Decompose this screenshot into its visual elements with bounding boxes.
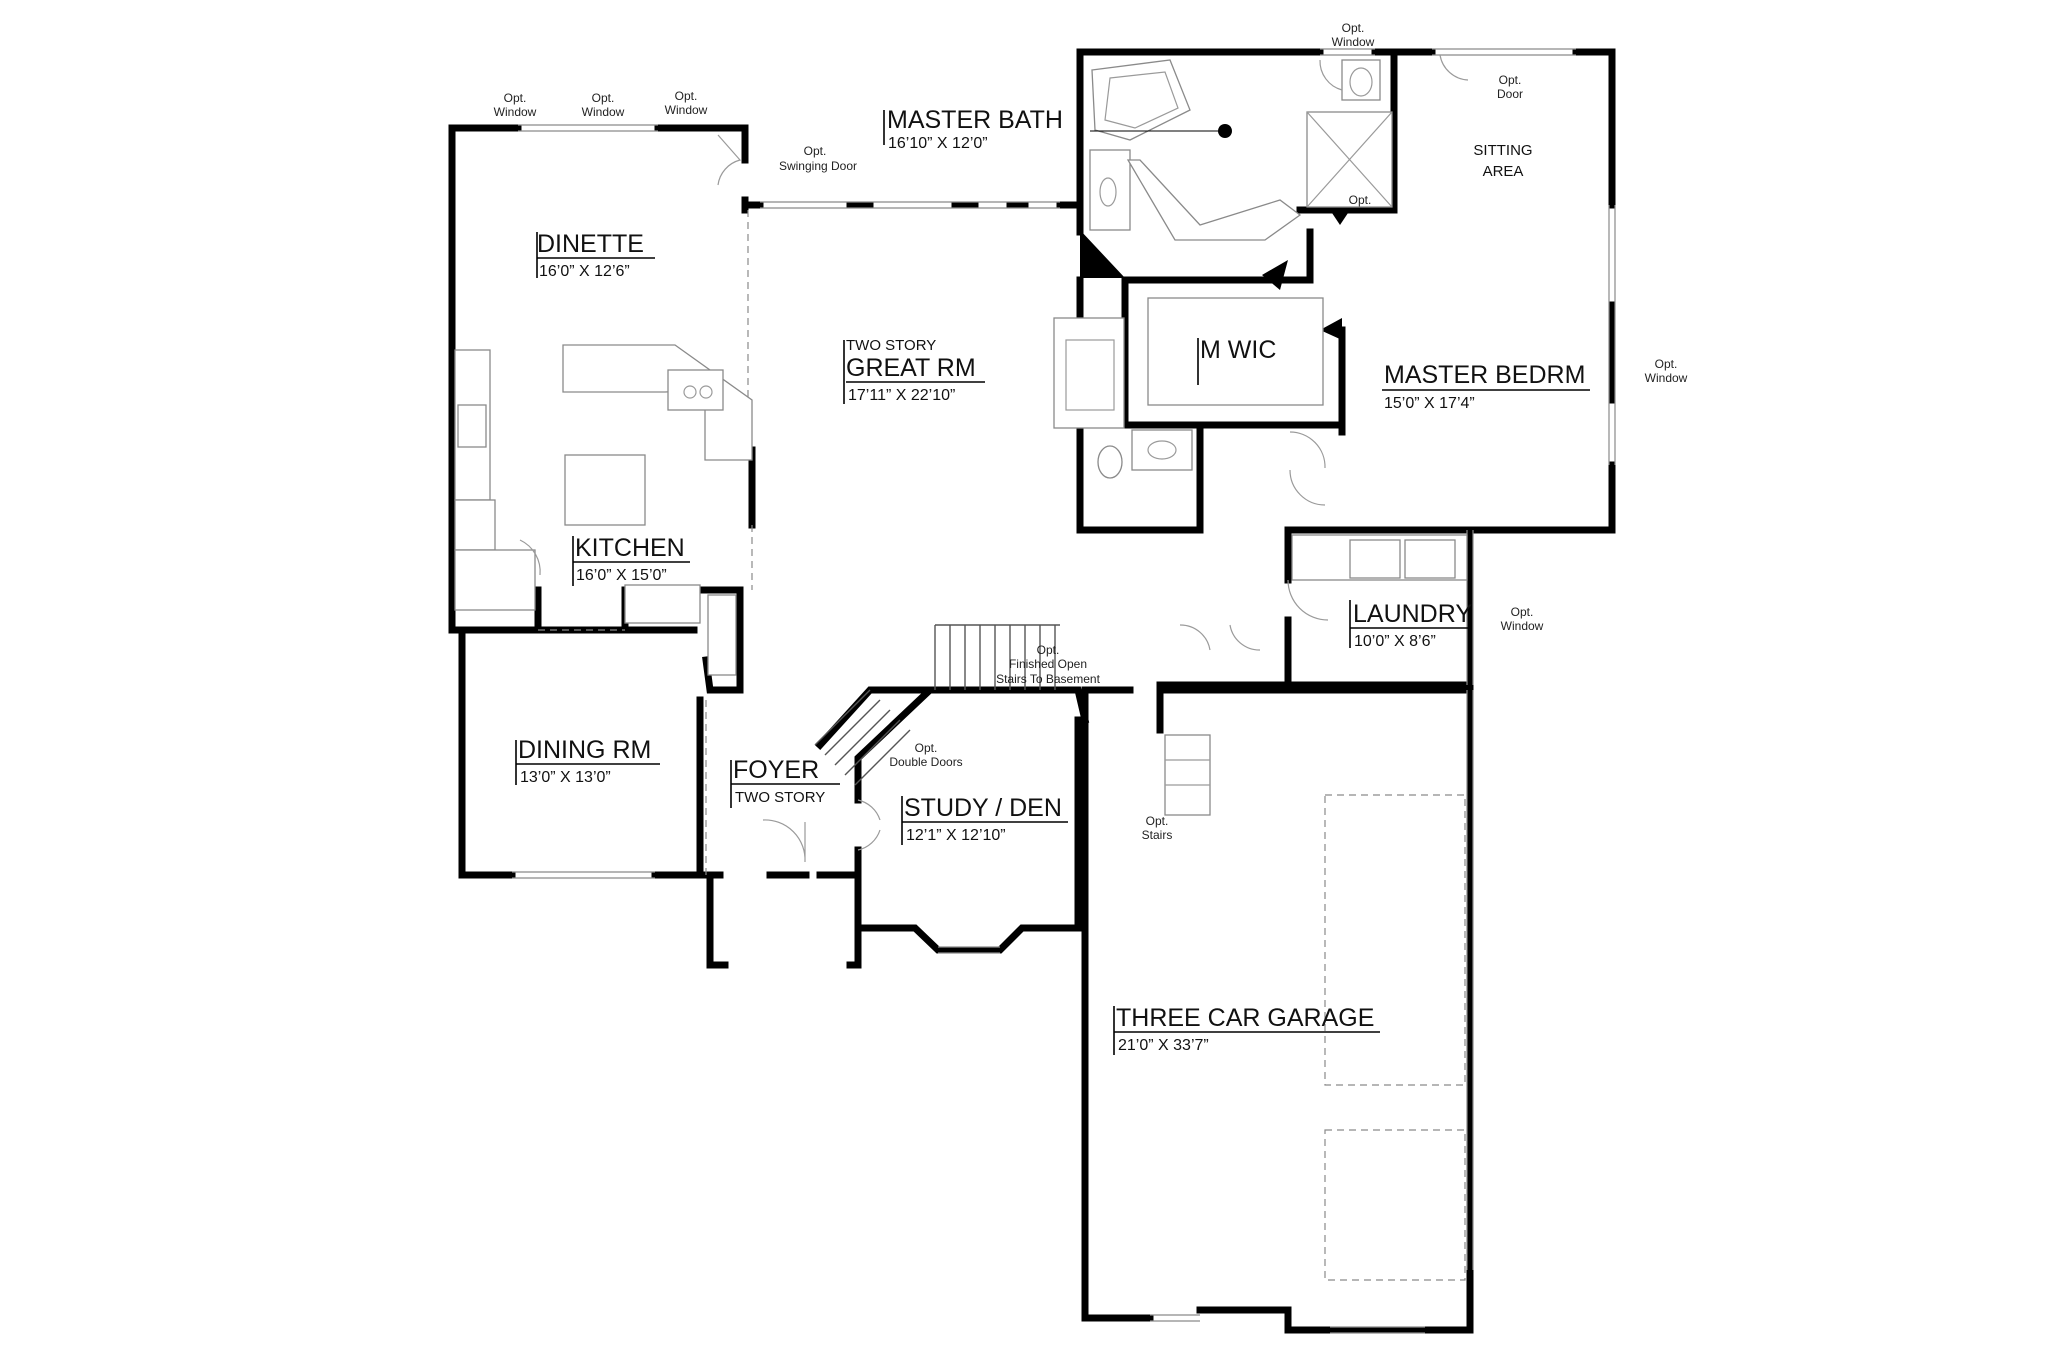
master-bath-fixtures [1053, 59, 1468, 581]
study-den-dim: 12’1” X 12’10” [906, 827, 1006, 844]
kitchen-fixtures [454, 344, 753, 676]
opt-stairs-basement-c: Stairs To Basement [996, 672, 1100, 686]
opt-window-1-b: Window [494, 105, 537, 119]
opt-window-right-b: Window [1645, 371, 1688, 385]
sitting-area-line1: SITTING [1473, 142, 1532, 159]
wall-wedges [1080, 210, 1350, 340]
master-bath-name: MASTER BATH [887, 106, 1063, 134]
opt-window-right-a: Opt. [1655, 357, 1678, 371]
room-labels: DINETTE 16’0” X 12’6” TWO STORY GREAT RM… [515, 106, 1590, 1055]
garage-bays [1324, 794, 1466, 1281]
dinette-name: DINETTE [537, 230, 644, 258]
opt-window-2-a: Opt. [592, 91, 615, 105]
opt-stairs-basement-b: Finished Open [1009, 657, 1087, 671]
garage-name: THREE CAR GARAGE [1116, 1004, 1374, 1032]
opt-window-top-b: Window [1332, 35, 1375, 49]
opt-door-b: Door [1497, 87, 1523, 101]
great-rm-name: GREAT RM [846, 354, 976, 382]
great-rm-sub: TWO STORY [846, 337, 936, 354]
m-wic-name: M WIC [1200, 336, 1276, 364]
foyer-name: FOYER [733, 756, 819, 784]
master-bath-dim: 16’10” X 12’0” [888, 135, 988, 152]
opt-stairs-a: Opt. [1146, 814, 1169, 828]
opt-stairs-b: Stairs [1142, 828, 1173, 842]
laundry-dim: 10’0” X 8’6” [1354, 633, 1436, 650]
foyer-sub: TWO STORY [735, 789, 825, 806]
study-den-name: STUDY / DEN [904, 794, 1062, 822]
opt-window-2-b: Window [582, 105, 625, 119]
opt-double-doors-a: Opt. [915, 741, 938, 755]
door-swings [519, 54, 1469, 863]
dining-rm-dim: 13’0” X 13’0” [520, 769, 611, 786]
kitchen-name: KITCHEN [575, 534, 685, 562]
stairs [814, 624, 1211, 816]
dashed-openings [538, 210, 753, 875]
opt-window-laundry-b: Window [1501, 619, 1544, 633]
opt-window-laundry-a: Opt. [1511, 605, 1534, 619]
opt-stairs-basement-a: Opt. [1037, 643, 1060, 657]
kitchen-dim: 16’0” X 15’0” [576, 567, 667, 584]
opt-double-doors-b: Double Doors [889, 755, 962, 769]
opt-window-top-a: Opt. [1342, 21, 1365, 35]
garage-dim: 21’0” X 33’7” [1118, 1037, 1209, 1054]
opt-shower: Opt. [1349, 193, 1372, 207]
option-notes: Opt. Window Opt. Window Opt. Window Opt.… [494, 21, 1688, 842]
opt-window-3-a: Opt. [675, 89, 698, 103]
great-rm-dim: 17’11” X 22’10” [848, 387, 955, 404]
opt-window-1-a: Opt. [504, 91, 527, 105]
opt-swinging-door-b: Swinging Door [779, 159, 857, 173]
dining-rm-name: DINING RM [518, 736, 651, 764]
laundry-name: LAUNDRY [1353, 600, 1472, 628]
master-bedrm-name: MASTER BEDRM [1384, 361, 1585, 389]
opt-window-3-b: Window [665, 103, 708, 117]
sitting-area-line2: AREA [1483, 163, 1524, 180]
windows [512, 48, 1616, 1334]
dinette-dim: 16’0” X 12’6” [539, 263, 630, 280]
master-bedrm-dim: 15’0” X 17’4” [1384, 395, 1475, 412]
opt-swinging-door-a: Opt. [804, 144, 827, 158]
opt-door-a: Opt. [1499, 73, 1522, 87]
walls [448, 48, 1616, 1334]
